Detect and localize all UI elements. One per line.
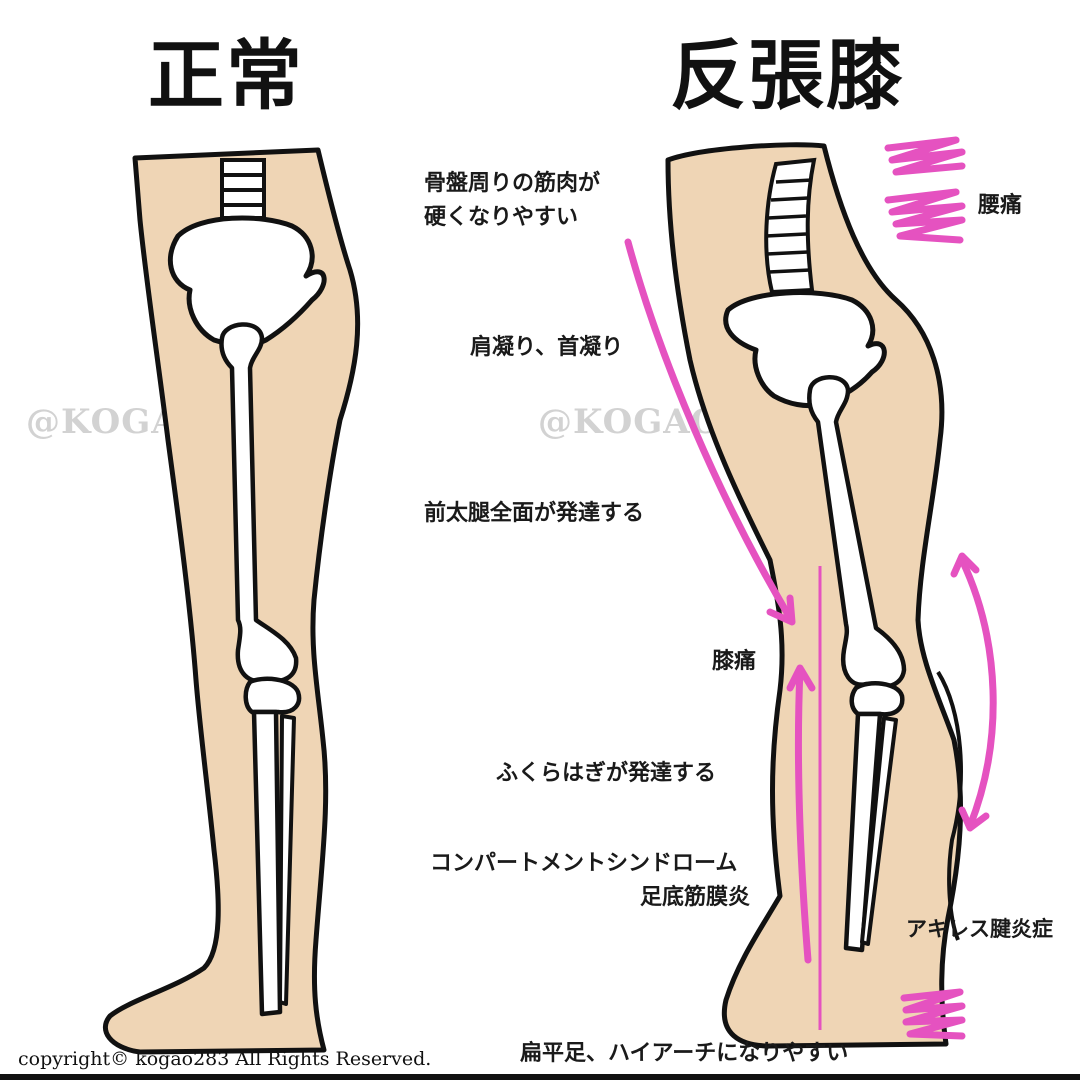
label-calf: ふくらはぎが発達する [496,760,717,786]
normal-tibia [251,709,283,1017]
label-lower-back-pain: 腰痛 [978,192,1023,218]
arrow-thigh-front-head [766,594,796,626]
arrow-shin-up-head [786,664,816,692]
bottom-bar [0,1074,1080,1080]
normal-femur [219,322,299,684]
normal-tibia-head [243,676,302,715]
arrow-calf-head-bottom [958,806,990,832]
label-pelvis-muscles-1: 骨盤周りの筋肉が [424,170,601,196]
hyper-spine [764,157,817,295]
zigzag-back-1 [884,136,966,176]
normal-spine [220,158,266,220]
label-quadriceps: 前太腿全面が発達する [424,500,645,526]
label-compartment: コンパートメントシンドローム [430,850,738,876]
arrow-calf-head-top [950,552,980,578]
label-shoulder-neck: 肩凝り、首凝り [470,334,624,360]
arrow-shin-up [794,666,812,964]
hyper-calf-line [936,670,963,941]
hyperextended-leg [665,142,964,1049]
zigzag-heel [900,988,966,1040]
normal-pelvis [167,215,327,348]
label-achilles: アキレス腱炎症 [906,916,1053,941]
hyper-leg-skin [665,142,964,1049]
label-pelvis-muscles-2: 硬くなりやすい [424,204,579,230]
accent-marks [624,136,997,1040]
hyper-tibia [843,711,883,953]
hyper-fibula [860,716,898,946]
label-flat-foot: 扁平足、ハイアーチになりやすい [520,1040,849,1066]
label-knee-pain: 膝痛 [712,648,757,674]
normal-leg-skin [102,147,361,1055]
normal-leg [102,147,361,1055]
title-hyperextended: 反張膝 [670,31,904,120]
hyper-tibia-head [849,681,905,717]
label-plantar: 足底筋膜炎 [640,884,751,910]
title-normal: 正常 [148,31,304,120]
hyper-pelvis [723,290,887,409]
arrow-calf-curve [958,556,997,830]
normal-fibula [278,714,296,1006]
copyright-text: copyright© kogao283 All Rights Reserved. [18,1048,432,1070]
arrow-thigh-front [624,238,794,622]
zigzag-back-2 [884,188,966,244]
